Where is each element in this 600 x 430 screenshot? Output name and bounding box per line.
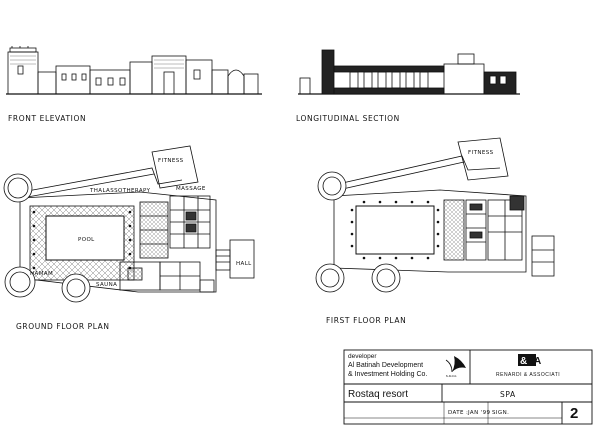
- building-name: SPA: [500, 390, 516, 399]
- svg-text:&: &: [520, 356, 527, 367]
- architect-logo-icon: & A: [518, 354, 541, 367]
- architect-name: RENARDI & ASSOCIATI: [496, 372, 560, 378]
- developer-label: developer: [348, 353, 377, 360]
- date-label: DATE :: [448, 410, 468, 416]
- longitudinal-section-drawing: [298, 49, 520, 95]
- first-fitness-label: FITNESS: [468, 150, 494, 156]
- front-elevation-drawing: [6, 46, 262, 95]
- ground-floor-plan-drawing: [3, 145, 255, 303]
- pool-label: POOL: [78, 237, 95, 243]
- title-block: [343, 349, 593, 425]
- developer-name-line2: & Investment Holding Co.: [348, 371, 427, 378]
- developer-logo-icon: [445, 356, 466, 373]
- svg-text:A: A: [534, 356, 541, 367]
- first-floor-plan-title: FIRST FLOOR PLAN: [326, 316, 406, 325]
- ground-fitness-label: FITNESS: [158, 158, 184, 164]
- hall-label: HALL: [236, 261, 252, 267]
- project-name: Rostaq resort: [348, 389, 408, 400]
- hamam-label: HAMAM: [30, 271, 53, 277]
- developer-suffix: s.a.o.c.: [446, 374, 457, 378]
- longitudinal-section-title: LONGITUDINAL SECTION: [296, 114, 400, 123]
- thalassotherapy-label: THALASSOTHERAPY: [89, 188, 151, 194]
- sauna-label: SAUNA: [96, 282, 117, 288]
- sign-label: SIGN.: [492, 410, 509, 416]
- first-floor-plan-drawing: [315, 137, 555, 293]
- developer-name-line1: Al Batinah Development: [348, 362, 423, 369]
- date-value: JAN '99: [467, 410, 491, 416]
- sheet-number: 2: [570, 405, 578, 422]
- front-elevation-title: FRONT ELEVATION: [8, 114, 86, 123]
- ground-floor-plan-title: GROUND FLOOR PLAN: [16, 322, 110, 331]
- massage-label: MASSAGE: [176, 186, 206, 192]
